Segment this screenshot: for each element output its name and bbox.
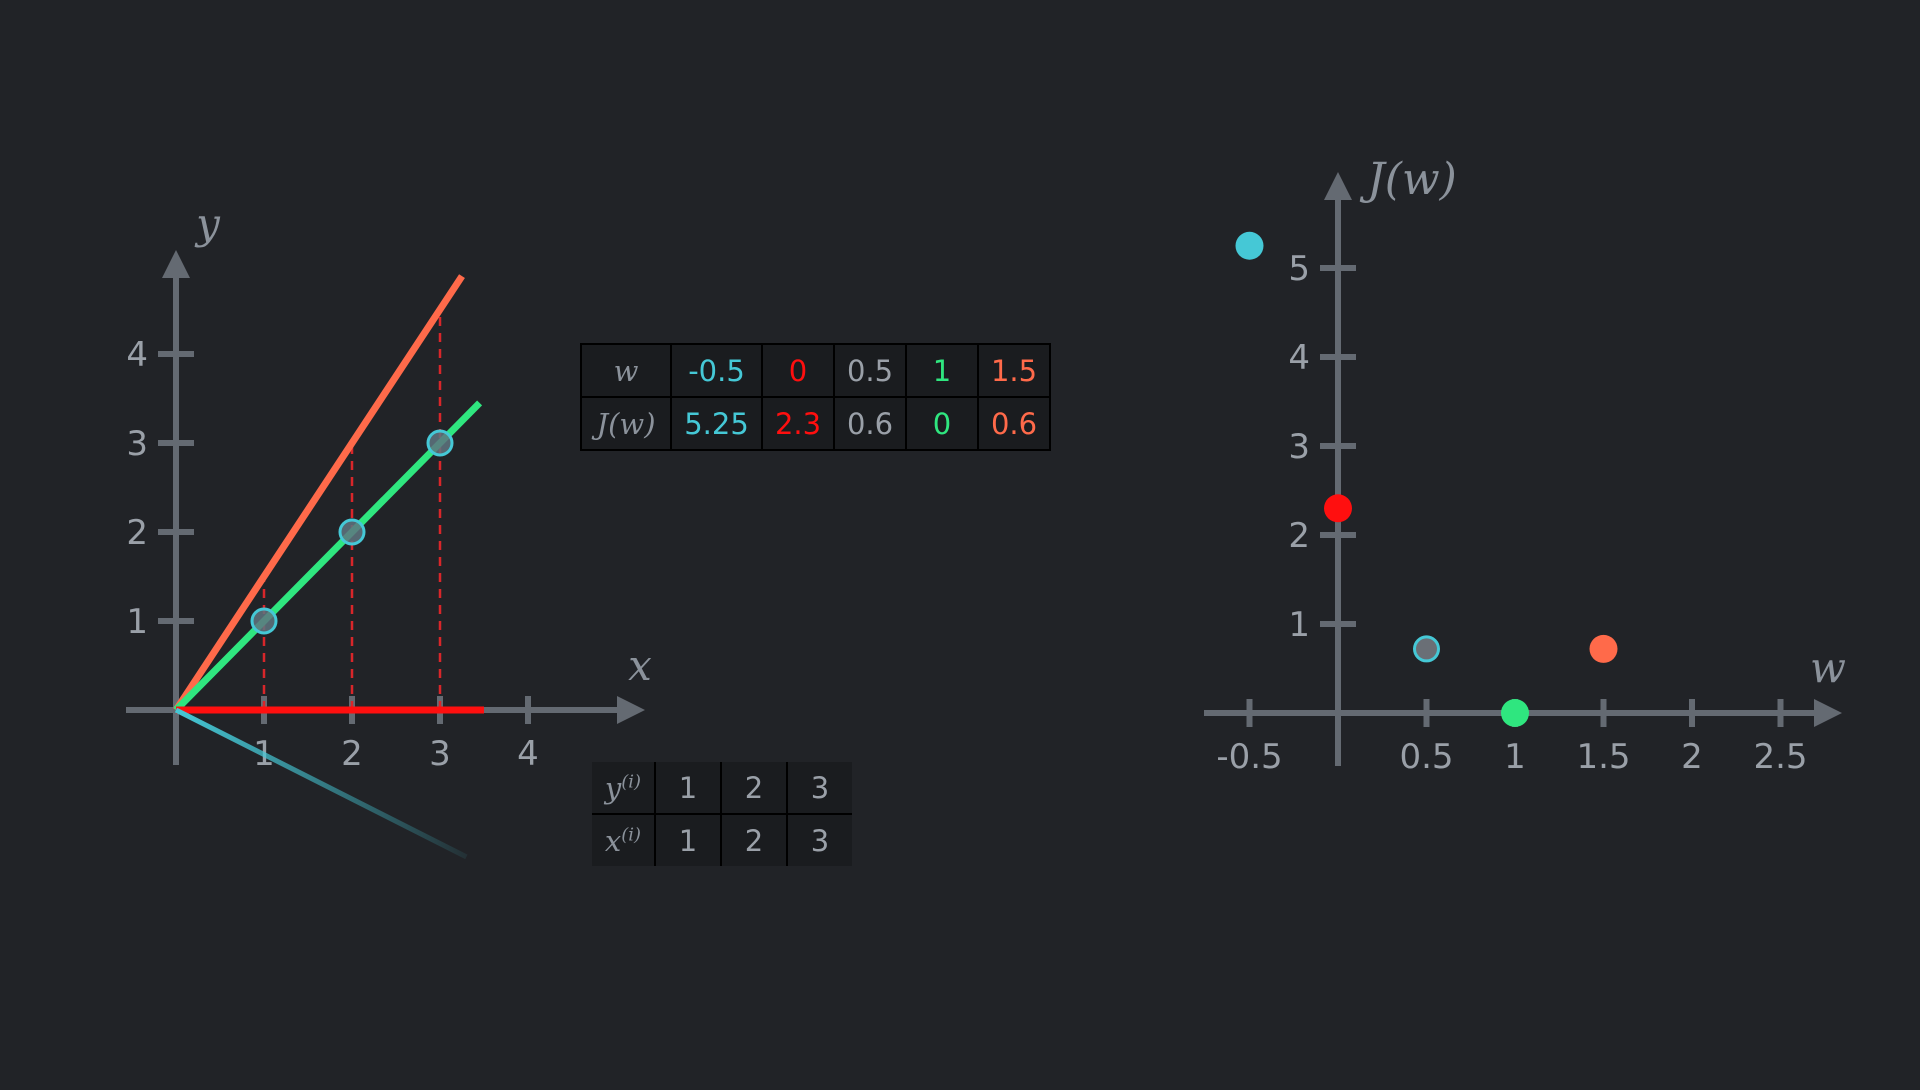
y-tick-label: 3 (126, 424, 148, 464)
w-tick-label: 1 (1504, 737, 1526, 777)
y-header-label: y (604, 770, 622, 805)
y-tick-label: 2 (126, 513, 148, 553)
x-tick-label: 2 (341, 734, 363, 774)
j-tick-label: 5 (1288, 249, 1310, 289)
cost-cell: 2.3 (761, 396, 835, 451)
model-line-cyan (174, 707, 468, 860)
j-tick-label: 2 (1288, 516, 1310, 556)
cost-point-gray (1413, 635, 1440, 663)
line-fit-chart: 12341234xy (126, 199, 652, 860)
y-axis-arrow (162, 250, 190, 278)
y-header-superscript: (i) (621, 770, 642, 792)
cost-function-chart: -0.5 0.5 1 1.5 2 2.5 1 2 3 4 5 w J(w) (1204, 154, 1846, 777)
j-tick-label: 4 (1288, 338, 1310, 378)
x-cell: 3 (786, 813, 852, 866)
x-tick-label: 4 (517, 734, 539, 774)
x-header-label: x (604, 823, 622, 858)
w-tick-label: 0.5 (1399, 737, 1453, 777)
y-cell: 2 (720, 762, 788, 815)
cost-point-orange (1589, 634, 1618, 663)
training-point (250, 607, 278, 635)
cost-cell: 0 (905, 396, 979, 451)
model-line-orange (173, 274, 465, 712)
cost-cell: 0.6 (833, 396, 907, 451)
w-axis-label: w (1810, 643, 1846, 692)
j-axis-arrow (1324, 172, 1352, 200)
w-cell: 0.5 (833, 343, 907, 398)
w-tick-label: 2 (1681, 737, 1703, 777)
y-row: y(i) 1 2 3 (592, 762, 852, 815)
j-tick-label: 1 (1288, 605, 1310, 645)
x-header-superscript: (i) (621, 823, 642, 845)
j-axis-label: J(w) (1359, 154, 1457, 205)
cost-point-red (1324, 494, 1352, 523)
x-cell: 2 (720, 813, 788, 866)
y-cell: 3 (786, 762, 852, 815)
w-row: w -0.5 0 0.5 1 1.5 (580, 343, 1051, 398)
w-cell: 1.5 (977, 343, 1051, 398)
training-point (426, 429, 454, 457)
x-axis-label: x (628, 641, 652, 690)
y-axis-label: y (194, 199, 221, 248)
w-tick-label: -0.5 (1216, 737, 1282, 777)
model-line-green (173, 400, 483, 713)
training-point (338, 518, 366, 546)
w-cell: 0 (761, 343, 835, 398)
cost-cell: 0.6 (977, 396, 1051, 451)
y-tick-label: 1 (126, 602, 148, 642)
w-header: w (580, 343, 672, 398)
x-cell: 1 (654, 813, 722, 866)
cost-point-green (1501, 699, 1529, 727)
y-cell: 1 (654, 762, 722, 815)
x-row: x(i) 1 2 3 (592, 813, 852, 866)
w-tick-label: 2.5 (1753, 737, 1807, 777)
cost-header: J(w) (580, 396, 672, 451)
y-tick-label: 4 (126, 335, 148, 375)
w-cost-table: w -0.5 0 0.5 1 1.5 J(w) 5.25 2.3 0.6 0 0… (580, 343, 1051, 451)
cost-cell: 5.25 (670, 396, 763, 451)
cost-row: J(w) 5.25 2.3 0.6 0 0.6 (580, 396, 1051, 451)
cost-point-cyan (1235, 231, 1264, 260)
y-header: y(i) (592, 762, 656, 815)
w-axis-arrow (1814, 699, 1842, 727)
w-cell: -0.5 (670, 343, 763, 398)
x-tick-label: 3 (429, 734, 451, 774)
w-tick-label: 1.5 (1576, 737, 1630, 777)
w-cell: 1 (905, 343, 979, 398)
x-axis-arrow (617, 696, 645, 724)
j-tick-label: 3 (1288, 427, 1310, 467)
training-data-table: y(i) 1 2 3 x(i) 1 2 3 (592, 762, 852, 866)
x-header: x(i) (592, 813, 656, 866)
